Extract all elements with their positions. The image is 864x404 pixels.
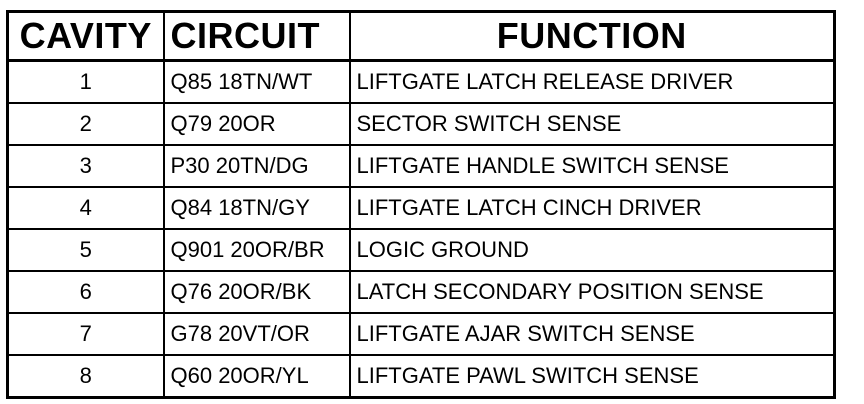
function-cell: LIFTGATE LATCH CINCH DRIVER xyxy=(348,186,836,230)
function-cell: LOGIC GROUND xyxy=(348,228,836,272)
table-row: 6 Q76 20OR/BK LATCH SECONDARY POSITION S… xyxy=(6,270,836,314)
cavity-cell: 1 xyxy=(6,59,165,104)
circuit-cell: Q84 18TN/GY xyxy=(162,186,351,230)
cavity-cell: 8 xyxy=(6,354,165,399)
table-row: 3 P30 20TN/DG LIFTGATE HANDLE SWITCH SEN… xyxy=(6,144,836,188)
header-row: CAVITY CIRCUIT FUNCTION xyxy=(6,10,836,62)
header-circuit: CIRCUIT xyxy=(162,10,351,62)
connector-pinout-table: CAVITY CIRCUIT FUNCTION 1 Q85 18TN/WT LI… xyxy=(6,10,836,399)
function-cell: LATCH SECONDARY POSITION SENSE xyxy=(348,270,836,314)
table-row: 2 Q79 20OR SECTOR SWITCH SENSE xyxy=(6,102,836,146)
function-cell: LIFTGATE AJAR SWITCH SENSE xyxy=(348,312,836,356)
circuit-cell: G78 20VT/OR xyxy=(162,312,351,356)
cavity-cell: 3 xyxy=(6,144,165,188)
table-row: 7 G78 20VT/OR LIFTGATE AJAR SWITCH SENSE xyxy=(6,312,836,356)
circuit-cell: P30 20TN/DG xyxy=(162,144,351,188)
table-row: 4 Q84 18TN/GY LIFTGATE LATCH CINCH DRIVE… xyxy=(6,186,836,230)
circuit-cell: Q76 20OR/BK xyxy=(162,270,351,314)
function-cell: LIFTGATE HANDLE SWITCH SENSE xyxy=(348,144,836,188)
function-cell: SECTOR SWITCH SENSE xyxy=(348,102,836,146)
function-cell: LIFTGATE LATCH RELEASE DRIVER xyxy=(348,59,836,104)
table-row: 5 Q901 20OR/BR LOGIC GROUND xyxy=(6,228,836,272)
function-cell: LIFTGATE PAWL SWITCH SENSE xyxy=(348,354,836,399)
table-row: 1 Q85 18TN/WT LIFTGATE LATCH RELEASE DRI… xyxy=(6,59,836,104)
cavity-cell: 4 xyxy=(6,186,165,230)
header-function: FUNCTION xyxy=(348,10,836,62)
cavity-cell: 7 xyxy=(6,312,165,356)
header-cavity: CAVITY xyxy=(6,10,165,62)
circuit-cell: Q901 20OR/BR xyxy=(162,228,351,272)
circuit-cell: Q79 20OR xyxy=(162,102,351,146)
table-row: 8 Q60 20OR/YL LIFTGATE PAWL SWITCH SENSE xyxy=(6,354,836,399)
circuit-cell: Q60 20OR/YL xyxy=(162,354,351,399)
circuit-cell: Q85 18TN/WT xyxy=(162,59,351,104)
cavity-cell: 6 xyxy=(6,270,165,314)
cavity-cell: 2 xyxy=(6,102,165,146)
cavity-cell: 5 xyxy=(6,228,165,272)
